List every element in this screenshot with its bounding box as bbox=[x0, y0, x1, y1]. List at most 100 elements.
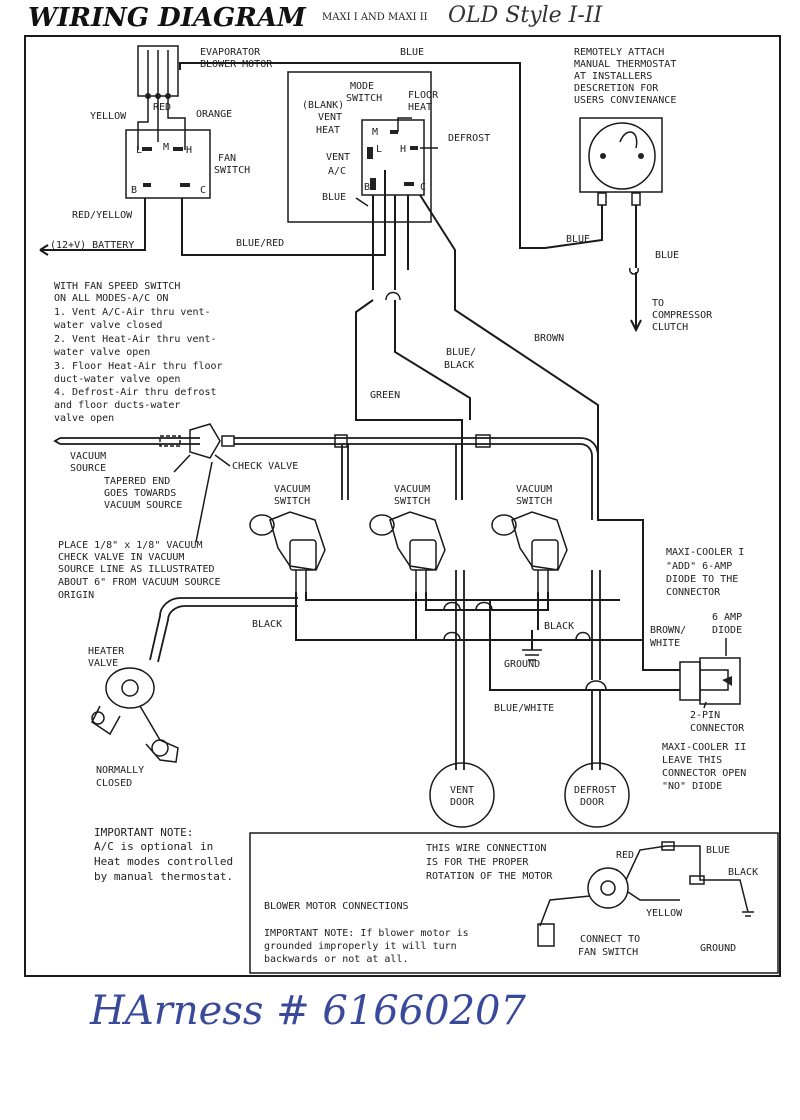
wire-label-black-2: BLACK bbox=[544, 621, 574, 632]
mode-switch-C: C bbox=[420, 182, 426, 193]
vent-ac-2: A/C bbox=[328, 166, 346, 177]
wire-label-blue-black-2: BLACK bbox=[444, 360, 474, 371]
important-note-2-1: grounded improperly it will turn bbox=[264, 941, 457, 952]
evaporator-label-1: EVAPORATOR bbox=[200, 47, 261, 58]
maxi-cooler-2-4: "NO" DIODE bbox=[662, 781, 722, 792]
wire-label-blue-therm1: BLUE bbox=[566, 234, 590, 245]
maxi-cooler-2-3: CONNECTOR OPEN bbox=[662, 768, 746, 779]
check-valve-label: CHECK VALVE bbox=[232, 461, 298, 472]
wire-label-brown: BROWN bbox=[534, 333, 564, 344]
wire-label-black-1: BLACK bbox=[252, 619, 282, 630]
place-note-2: CHECK VALVE IN VACUUM bbox=[58, 552, 184, 563]
vacuum-switch-1-label-1: VACUUM bbox=[274, 484, 310, 495]
modes-text-8: 4. Defrost-Air thru defrost bbox=[54, 387, 217, 398]
maxi-cooler-2-2: LEAVE THIS bbox=[662, 755, 722, 766]
diagram-title: WIRING DIAGRAM bbox=[28, 3, 307, 33]
defrost-door-1: DEFROST bbox=[574, 785, 616, 796]
blower-red: RED bbox=[616, 850, 634, 861]
modes-text-6: 3. Floor Heat-Air thru floor bbox=[54, 361, 223, 372]
blower-black: BLACK bbox=[728, 867, 758, 878]
vacuum-switch-2 bbox=[369, 511, 446, 592]
defrost-door-2: DOOR bbox=[580, 797, 605, 808]
modes-text-9: and floor ducts-water bbox=[54, 400, 180, 411]
two-pin-connector bbox=[679, 657, 741, 705]
vacuum-switch-1-label-2: SWITCH bbox=[274, 496, 310, 507]
modes-text-4: 2. Vent Heat-Air thru vent- bbox=[54, 334, 217, 345]
battery-label: (12+V) BATTERY bbox=[50, 240, 134, 251]
six-amp-diode-1: 6 AMP bbox=[712, 612, 742, 623]
mode-switch-box bbox=[287, 71, 432, 223]
modes-text-7: duct-water valve open bbox=[54, 374, 180, 385]
mode-switch-body bbox=[361, 119, 425, 196]
thermostat bbox=[579, 117, 663, 206]
handwritten-model-note: OLD Style I-II bbox=[448, 3, 603, 28]
wire-label-blue-top: BLUE bbox=[400, 47, 424, 58]
floor-heat-2: HEAT bbox=[408, 102, 432, 113]
wire-label-blue-red: BLUE/RED bbox=[236, 238, 284, 249]
modes-text-5: water valve open bbox=[54, 347, 150, 358]
six-amp-diode-2: DIODE bbox=[712, 625, 742, 636]
compressor-label-2: COMPRESSOR bbox=[652, 310, 713, 321]
wire-label-green: GREEN bbox=[370, 390, 400, 401]
two-pin-1: 2-PIN bbox=[690, 710, 720, 721]
important-note-2-0: IMPORTANT NOTE: If blower motor is bbox=[264, 928, 469, 939]
thermostat-note-5: USERS CONVIENANCE bbox=[574, 95, 676, 106]
wire-label-blue-mode: BLUE bbox=[322, 192, 346, 203]
maxi-cooler-1-2: "ADD" 6-AMP bbox=[666, 561, 732, 572]
tapered-end-2: GOES TOWARDS bbox=[104, 488, 176, 499]
modes-text-0: WITH FAN SPEED SWITCH bbox=[54, 281, 180, 292]
wire-connection-3: ROTATION OF THE MOTOR bbox=[426, 871, 553, 882]
vacuum-source-2: SOURCE bbox=[70, 463, 106, 474]
normally-closed-2: CLOSED bbox=[96, 778, 132, 789]
important-note-1-1: A/C is optional in bbox=[94, 840, 213, 853]
wire-label-blue-therm2: BLUE bbox=[655, 250, 679, 261]
wire-label-blue-white: BLUE/WHITE bbox=[494, 703, 554, 714]
mode-switch-H: H bbox=[400, 144, 406, 155]
fan-switch-label-1: FAN bbox=[218, 153, 236, 164]
maxi-cooler-1-3: DIODE TO THE bbox=[666, 574, 738, 585]
thermostat-note-1: REMOTELY ATTACH bbox=[574, 47, 664, 58]
wire-connection-1: THIS WIRE CONNECTION bbox=[426, 843, 546, 854]
wire-label-orange: ORANGE bbox=[196, 109, 232, 120]
fan-switch-B: B bbox=[131, 185, 137, 196]
brown-white-1: BROWN/ bbox=[650, 625, 686, 636]
two-pin-2: CONNECTOR bbox=[690, 723, 745, 734]
heater-valve-2: VALVE bbox=[88, 658, 118, 669]
modes-text-3: water valve closed bbox=[54, 320, 162, 331]
vacuum-switch-2-label-1: VACUUM bbox=[394, 484, 430, 495]
place-note-4: ABOUT 6" FROM VACUUM SOURCE bbox=[58, 577, 221, 588]
place-note-1: PLACE 1/8" x 1/8" VACUUM bbox=[58, 540, 203, 551]
wire-connection-2: IS FOR THE PROPER bbox=[426, 857, 529, 868]
important-note-2-2: backwards or not at all. bbox=[264, 954, 409, 965]
wire-label-red: RED bbox=[153, 102, 171, 113]
evaporator-label-2: BLOWER MOTOR bbox=[200, 59, 273, 70]
place-note-3: SOURCE LINE AS ILLUSTRATED bbox=[58, 564, 215, 575]
compressor-label-3: CLUTCH bbox=[652, 322, 688, 333]
vacuum-switch-3-label-2: SWITCH bbox=[516, 496, 552, 507]
wire-label-blue-black-1: BLUE/ bbox=[446, 347, 476, 358]
thermostat-note-3: AT INSTALLERS bbox=[574, 71, 652, 82]
blower-ground: GROUND bbox=[700, 943, 736, 954]
fan-switch-L: L bbox=[136, 145, 142, 156]
wire-label-yellow: YELLOW bbox=[90, 111, 127, 122]
diagram-border bbox=[24, 35, 781, 977]
important-note-1-3: by manual thermostat. bbox=[94, 870, 233, 883]
heater-valve-1: HEATER bbox=[88, 646, 125, 657]
floor-heat-1: FLOOR bbox=[408, 90, 439, 101]
vacuum-switch-1 bbox=[249, 511, 326, 592]
blank-vent-heat-3: HEAT bbox=[316, 125, 340, 136]
diagram-subtitle: MAXI I AND MAXI II bbox=[322, 12, 428, 23]
connect-fan-2: FAN SWITCH bbox=[578, 947, 638, 958]
modes-text-1: ON ALL MODES-A/C ON bbox=[54, 293, 168, 304]
normally-closed-1: NORMALLY bbox=[96, 765, 144, 776]
place-note-5: ORIGIN bbox=[58, 590, 94, 601]
vacuum-switch-3-label-1: VACUUM bbox=[516, 484, 552, 495]
vent-door-2: DOOR bbox=[450, 797, 475, 808]
blank-vent-heat-1: (BLANK) bbox=[302, 100, 344, 111]
fan-switch-C: C bbox=[200, 185, 206, 196]
mode-switch-label-1: MODE bbox=[350, 81, 374, 92]
tapered-end-1: TAPERED END bbox=[104, 476, 170, 487]
fan-switch bbox=[125, 129, 211, 199]
vent-door-1: VENT bbox=[450, 785, 474, 796]
